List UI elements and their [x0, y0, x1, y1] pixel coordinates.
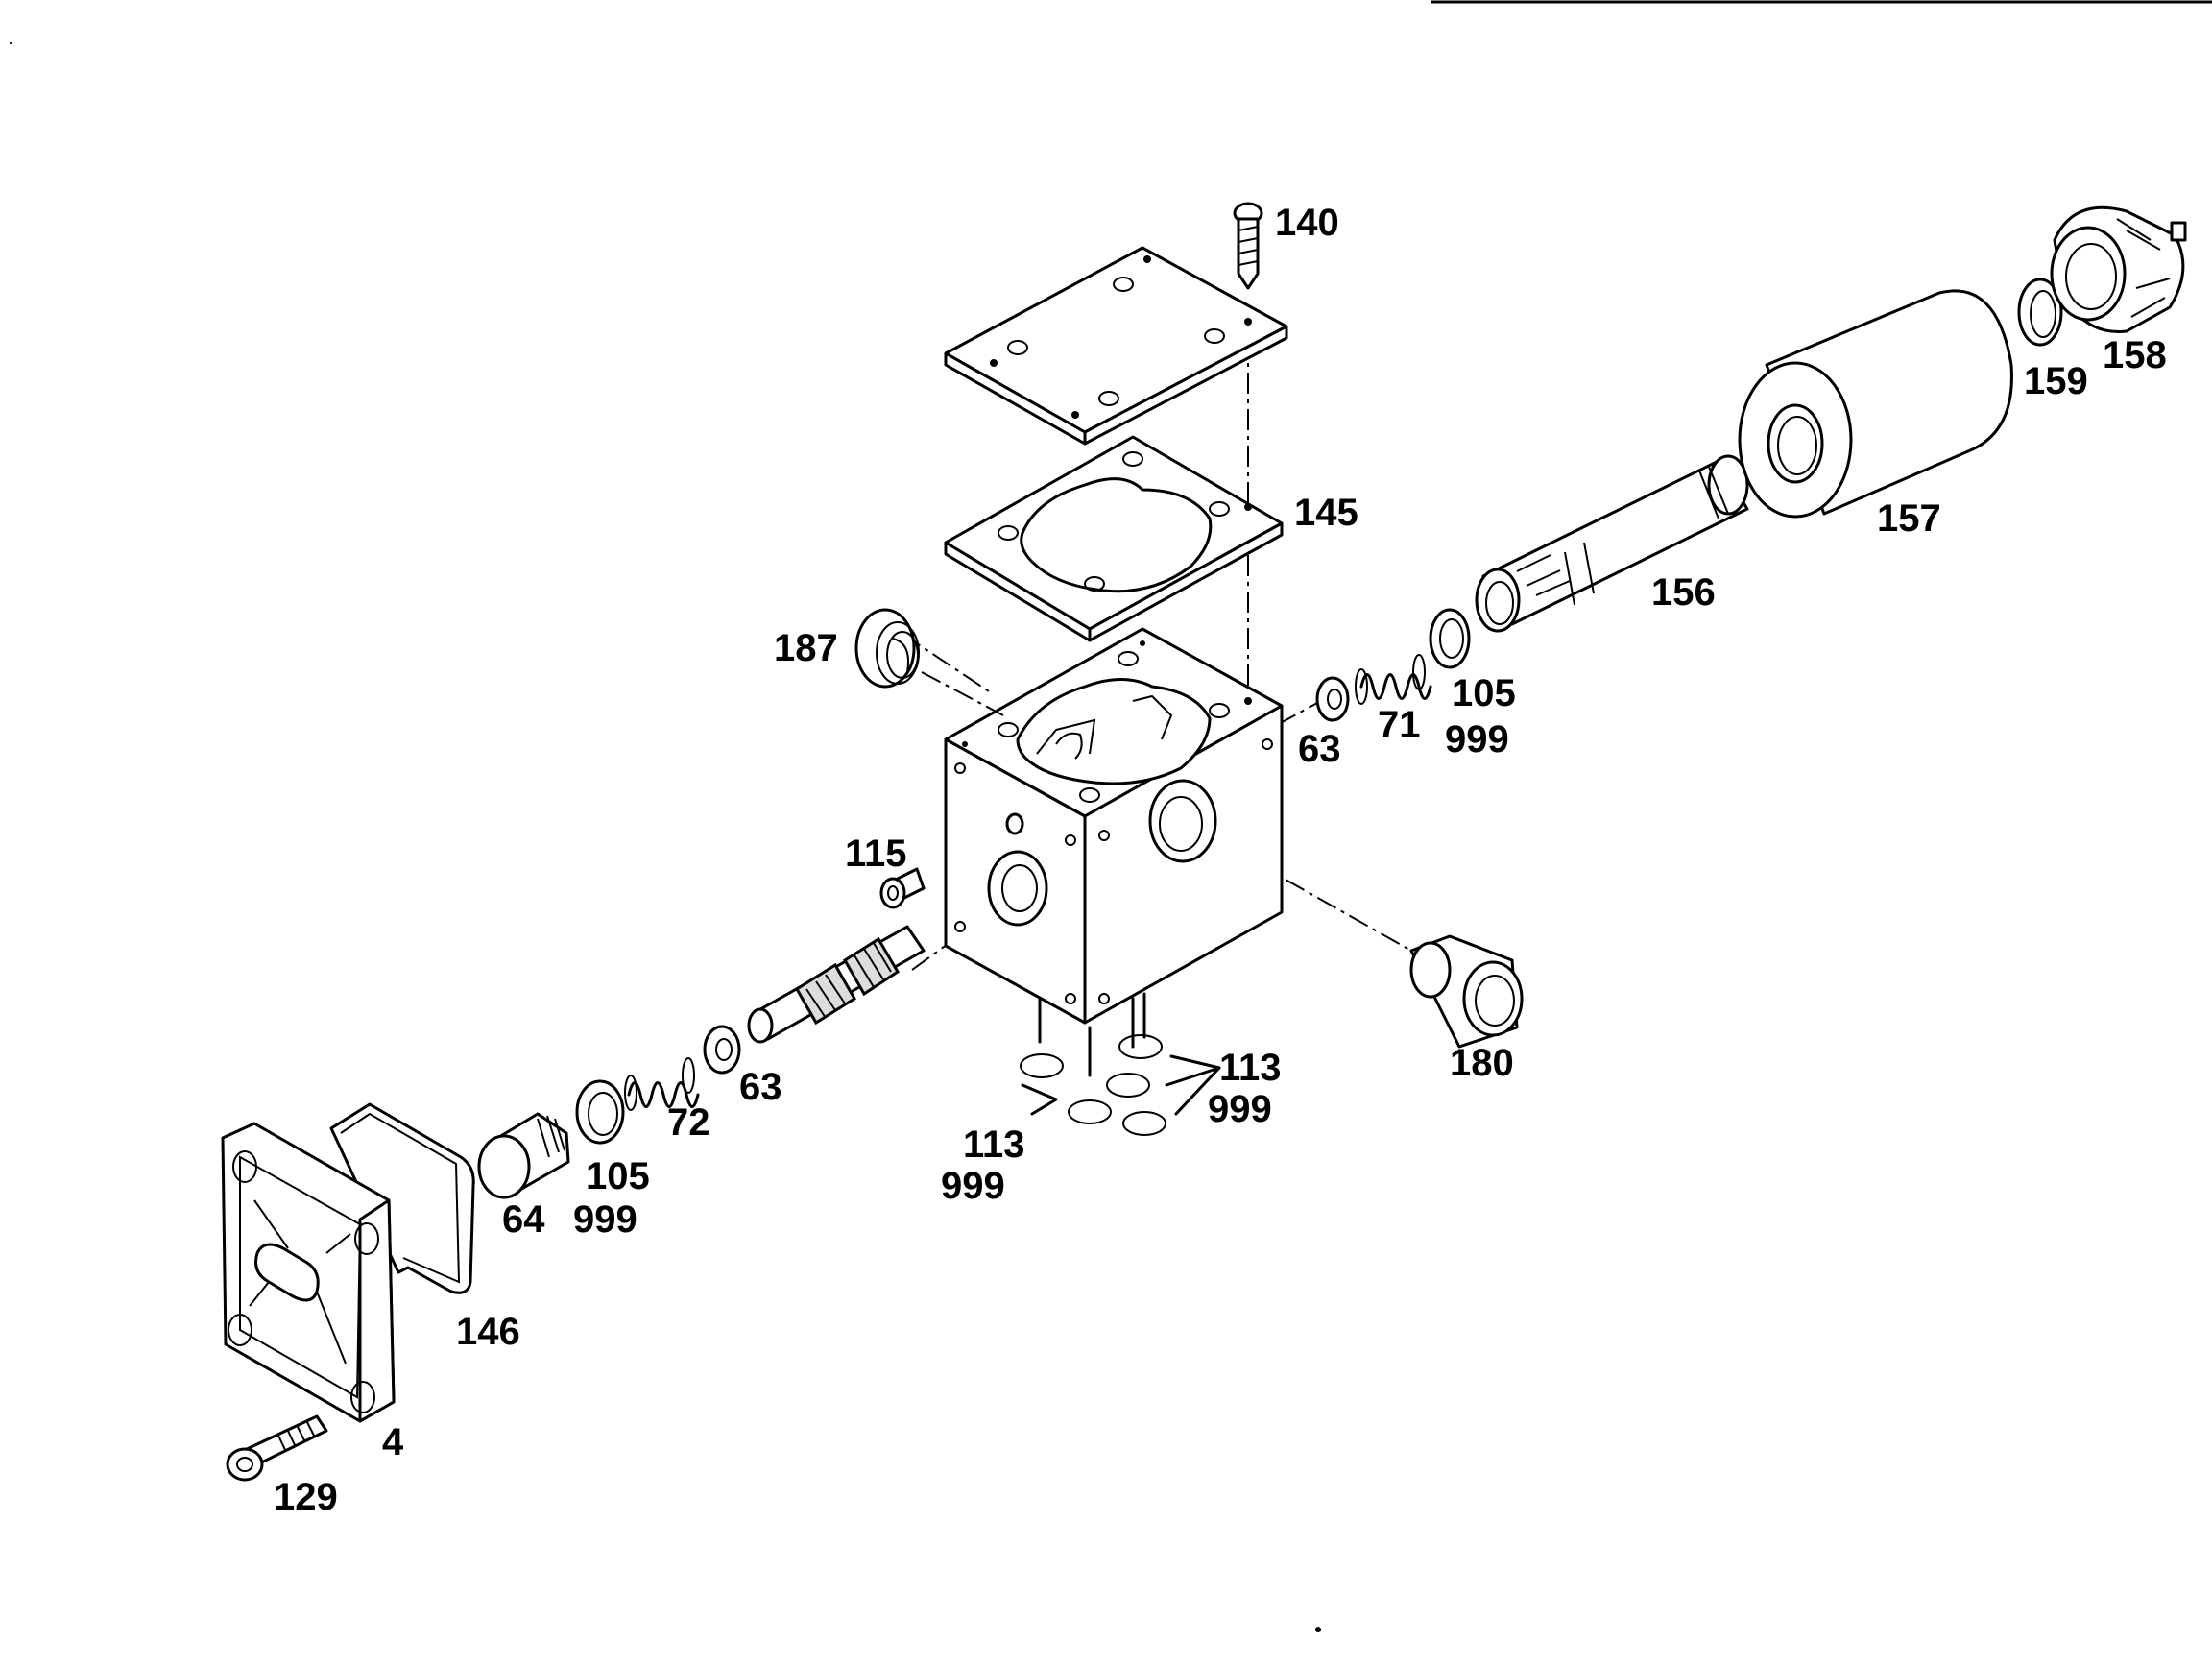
part-156-solenoid-tube	[1475, 454, 1749, 633]
label-156: 156	[1651, 571, 1716, 614]
part-63-washer-right	[1315, 676, 1350, 722]
label-4: 4	[382, 1421, 404, 1463]
label-140: 140	[1275, 202, 1339, 244]
stray-dot	[1315, 1627, 1321, 1632]
label-113-left: 113	[963, 1123, 1025, 1166]
label-999-bottom-left: 999	[941, 1165, 1005, 1207]
label-999-right: 999	[1445, 718, 1509, 761]
part-63-washer-left	[703, 1025, 741, 1075]
part-4-end-cover	[221, 1122, 396, 1423]
part-187-plug	[854, 608, 1004, 716]
part-157-coil	[1738, 289, 2013, 519]
label-105-right: 105	[1452, 672, 1516, 714]
part-145-gasket	[944, 435, 1284, 642]
part-180-fitting	[1409, 934, 1524, 1049]
part-105-ring-left	[575, 1079, 625, 1145]
part-64-plug	[477, 1112, 570, 1199]
part-129-screw	[226, 1414, 328, 1482]
part-115-plug	[879, 867, 926, 909]
label-999-left: 999	[573, 1198, 637, 1241]
label-71: 71	[1378, 704, 1421, 746]
label-129: 129	[274, 1476, 338, 1518]
label-145: 145	[1294, 492, 1358, 534]
part-113-o-rings	[1020, 1034, 1221, 1136]
label-999-bottom-right: 999	[1208, 1088, 1272, 1130]
label-158: 158	[2103, 334, 2167, 376]
part-labels: 140 145 187 63 71 105 999 156 157 159 15…	[274, 202, 2167, 1518]
label-159: 159	[2024, 360, 2088, 402]
cover-plate	[944, 246, 1288, 446]
spool-valve	[747, 925, 926, 1044]
valve-housing-block	[944, 627, 1284, 1025]
part-105-ring-right	[1429, 608, 1471, 669]
label-146: 146	[456, 1311, 520, 1353]
part-72-spring	[624, 1057, 700, 1111]
part-146-gasket	[329, 1102, 475, 1294]
label-113-right: 113	[1219, 1047, 1282, 1089]
part-71-spring	[1355, 654, 1432, 705]
part-158-nut	[2050, 205, 2187, 334]
part-159-ring	[2017, 278, 2063, 347]
label-63-left: 63	[739, 1066, 782, 1108]
label-63-right: 63	[1298, 728, 1341, 770]
label-115: 115	[845, 833, 907, 875]
corner-mark: ·	[8, 33, 13, 52]
label-157: 157	[1877, 497, 1941, 540]
label-180: 180	[1450, 1042, 1514, 1084]
label-187: 187	[774, 627, 838, 669]
part-140-screw	[1233, 202, 1263, 290]
bottom-pins	[1038, 992, 1146, 1077]
label-64: 64	[502, 1198, 545, 1241]
label-72: 72	[667, 1101, 710, 1144]
label-105-left: 105	[586, 1155, 650, 1197]
